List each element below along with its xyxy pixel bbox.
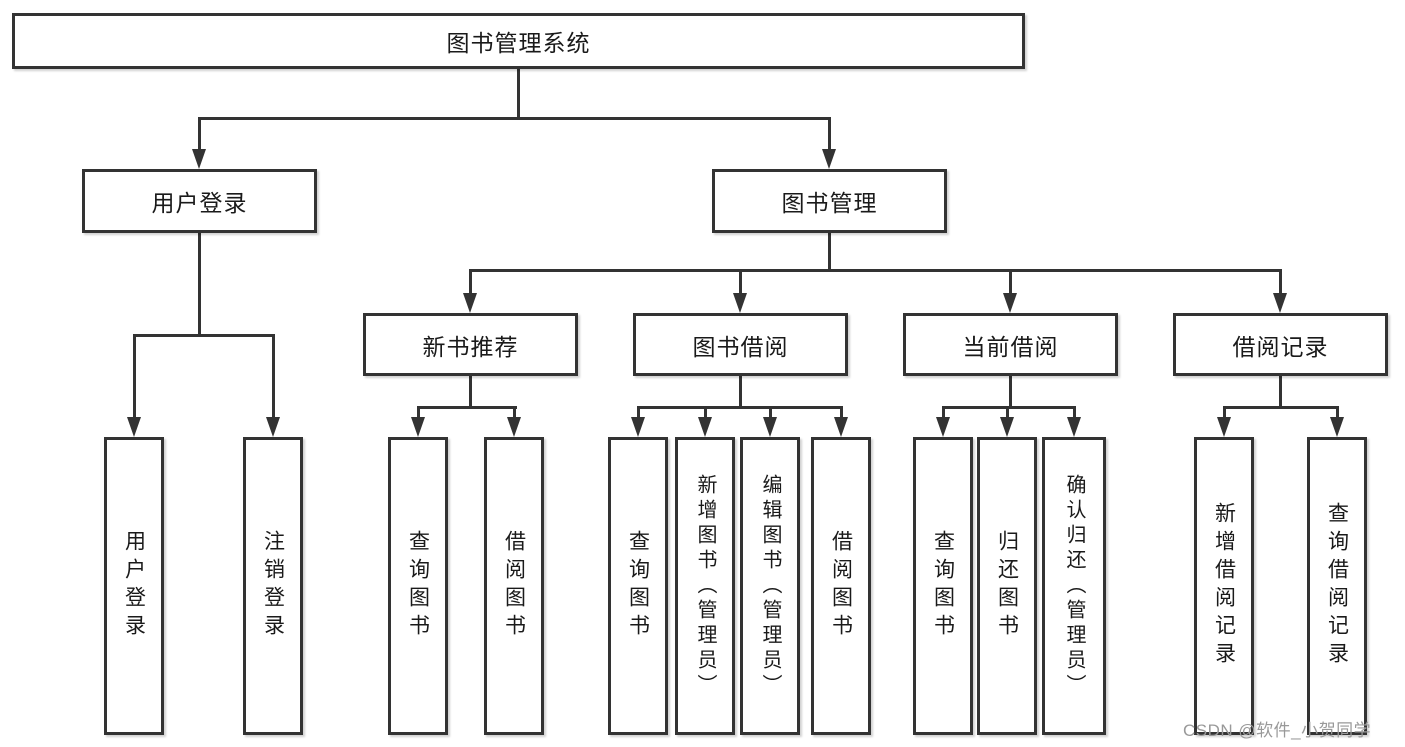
node-label: 新书推荐: [422, 333, 519, 360]
connector-line: [513, 406, 516, 420]
node-label: 查询借阅记录: [1325, 502, 1349, 670]
leaf-borrow-books: 借阅图书: [811, 437, 871, 735]
arrow-down-icon: [192, 149, 206, 169]
arrow-down-icon: [1217, 417, 1231, 437]
arrow-down-icon: [1273, 293, 1287, 313]
connector-line: [133, 334, 275, 337]
connector-line: [828, 117, 831, 151]
connector-line: [739, 376, 742, 409]
leaf-query-books-recommend: 查询图书: [388, 437, 448, 735]
node-label: 查询图书: [626, 530, 650, 642]
node-label: 图书管理系统: [446, 30, 591, 56]
node-label: 注销登录: [261, 530, 285, 642]
arrow-down-icon: [411, 417, 425, 437]
leaf-return-books: 归还图书: [977, 437, 1037, 735]
leaf-logout: 注销登录: [243, 437, 303, 735]
connector-line: [517, 69, 520, 118]
node-label: 归还图书: [995, 530, 1019, 642]
leaf-query-books-borrow: 查询图书: [608, 437, 668, 735]
connector-line: [469, 269, 472, 296]
node-label: 用户登录: [122, 530, 146, 642]
connector-line: [1073, 406, 1076, 420]
node-borrow-records: 借阅记录: [1173, 313, 1388, 376]
csdn-watermark: CSDN @软件_小贺同学: [1183, 721, 1372, 740]
node-book-management: 图书管理: [712, 169, 947, 233]
arrow-down-icon: [1000, 417, 1014, 437]
connector-line: [828, 233, 831, 272]
node-label: 借阅记录: [1232, 333, 1329, 360]
leaf-confirm-return-admin: 确认归还（管理员）: [1042, 437, 1106, 735]
node-label: 图书借阅: [692, 333, 789, 360]
arrow-down-icon: [631, 417, 645, 437]
connector-line: [1009, 269, 1012, 296]
arrow-down-icon: [763, 417, 777, 437]
node-label: 查询图书: [406, 530, 430, 642]
connector-line: [1006, 406, 1009, 420]
arrow-down-icon: [1330, 417, 1344, 437]
node-new-book-recommend: 新书推荐: [363, 313, 578, 376]
arrow-down-icon: [463, 293, 477, 313]
leaf-borrow-books-recommend: 借阅图书: [484, 437, 544, 735]
leaf-query-books-current: 查询图书: [913, 437, 973, 735]
connector-line: [198, 117, 831, 120]
connector-line: [272, 334, 275, 419]
node-label: 借阅图书: [502, 530, 526, 642]
connector-line: [417, 406, 517, 409]
connector-line: [942, 406, 945, 420]
connector-line: [1336, 406, 1339, 420]
node-label: 新增图书（管理员）: [694, 473, 716, 699]
connector-line: [942, 406, 1076, 409]
node-current-borrow: 当前借阅: [903, 313, 1118, 376]
connector-line: [637, 406, 843, 409]
leaf-add-borrow-record: 新增借阅记录: [1194, 437, 1254, 735]
arrow-down-icon: [507, 417, 521, 437]
connector-line: [198, 117, 201, 151]
connector-line: [1279, 269, 1282, 296]
arrow-down-icon: [1067, 417, 1081, 437]
node-label: 编辑图书（管理员）: [759, 473, 781, 699]
node-label: 确认归还（管理员）: [1063, 473, 1085, 699]
connector-line: [1223, 406, 1339, 409]
connector-line: [704, 406, 707, 420]
connector-line: [637, 406, 640, 420]
node-root-library-system: 图书管理系统: [12, 13, 1025, 69]
leaf-edit-books-admin: 编辑图书（管理员）: [740, 437, 800, 735]
node-user-login: 用户登录: [82, 169, 317, 233]
connector-line: [1009, 376, 1012, 409]
node-label: 借阅图书: [829, 530, 853, 642]
leaf-query-borrow-record: 查询借阅记录: [1307, 437, 1367, 735]
connector-line: [469, 376, 472, 409]
node-label: 图书管理: [781, 190, 878, 216]
connector-line: [417, 406, 420, 420]
arrow-down-icon: [834, 417, 848, 437]
node-label: 新增借阅记录: [1212, 502, 1236, 670]
arrow-down-icon: [733, 293, 747, 313]
arrow-down-icon: [1003, 293, 1017, 313]
arrow-down-icon: [936, 417, 950, 437]
node-label: 查询图书: [931, 530, 955, 642]
arrow-down-icon: [822, 149, 836, 169]
connector-line: [739, 269, 742, 296]
node-label: 用户登录: [151, 190, 248, 216]
arrow-down-icon: [698, 417, 712, 437]
leaf-user-login: 用户登录: [104, 437, 164, 735]
connector-line: [840, 406, 843, 420]
connector-line: [469, 269, 1282, 272]
connector-line: [1223, 406, 1226, 420]
node-label: 当前借阅: [962, 333, 1059, 360]
leaf-add-books-admin: 新增图书（管理员）: [675, 437, 735, 735]
arrow-down-icon: [266, 417, 280, 437]
node-book-borrow: 图书借阅: [633, 313, 848, 376]
arrow-down-icon: [127, 417, 141, 437]
connector-line: [1279, 376, 1282, 409]
connector-line: [198, 233, 201, 336]
connector-line: [769, 406, 772, 420]
connector-line: [133, 334, 136, 419]
